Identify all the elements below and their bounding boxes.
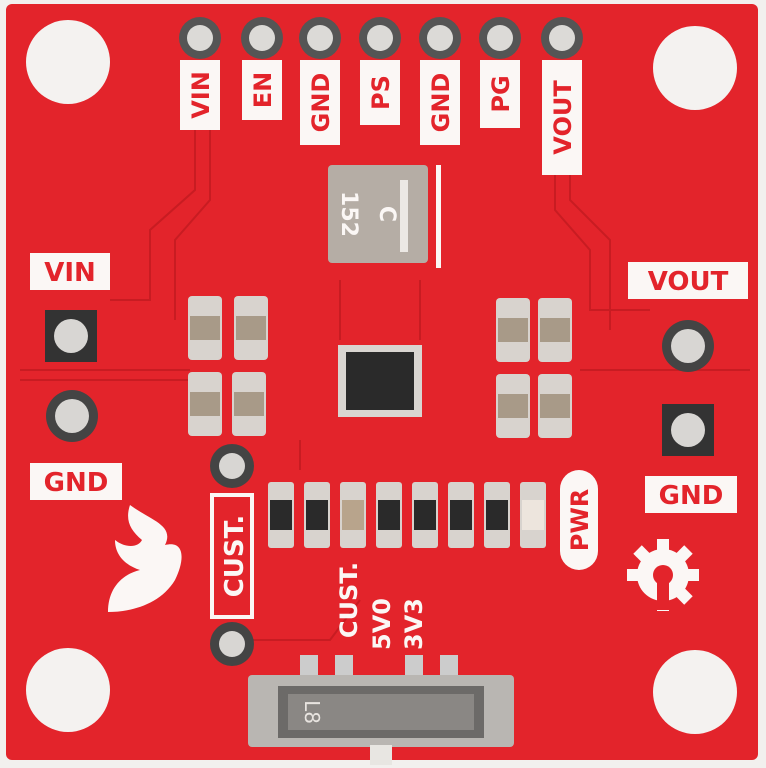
capacitor-body bbox=[236, 316, 266, 340]
header-pin-label: PS bbox=[367, 75, 395, 110]
gnd-right-label: GND bbox=[659, 481, 724, 511]
component-body bbox=[378, 500, 400, 530]
open-hardware-gear-icon bbox=[627, 539, 699, 611]
resistor-row bbox=[268, 482, 546, 548]
capacitor-body bbox=[540, 394, 570, 418]
header-pin-holes bbox=[179, 17, 583, 59]
slide-switch[interactable]: L8 bbox=[248, 655, 514, 765]
header-pin-label-box bbox=[420, 60, 460, 145]
component-body bbox=[270, 500, 292, 530]
header-pin-pad bbox=[487, 25, 513, 51]
inductor-letter: C bbox=[374, 206, 399, 222]
header-pin-labels: VIN EN GND PS GND PG VOUT bbox=[180, 60, 582, 175]
capacitors bbox=[188, 296, 572, 438]
switch-label-3v3: 3V3 bbox=[400, 598, 428, 650]
vin-label-box bbox=[30, 253, 110, 290]
pwr-label: PWR bbox=[566, 489, 594, 552]
component-body bbox=[414, 500, 436, 530]
header-pin-pad bbox=[549, 25, 575, 51]
header-pin-pad bbox=[367, 25, 393, 51]
header-pin-label-box bbox=[180, 60, 220, 130]
header-pin-pad bbox=[427, 25, 453, 51]
sparkfun-logo-icon bbox=[108, 505, 182, 612]
header-pin-pad bbox=[307, 25, 333, 51]
vout-label-box bbox=[628, 262, 748, 299]
component-body bbox=[306, 500, 328, 530]
regulator-ic bbox=[338, 345, 422, 417]
header-pin-label: GND bbox=[427, 73, 455, 133]
component-body bbox=[522, 500, 544, 530]
capacitor-body bbox=[234, 392, 264, 416]
capacitor-body bbox=[190, 316, 220, 340]
header-pin-label: VIN bbox=[187, 71, 215, 119]
header-pin-label: EN bbox=[249, 72, 277, 108]
vout-label: VOUT bbox=[648, 267, 729, 297]
gnd-left-label: GND bbox=[44, 468, 109, 498]
cust-label: CUST. bbox=[220, 515, 250, 598]
component-body bbox=[342, 500, 364, 530]
cust-label-box bbox=[210, 493, 254, 619]
side-pads bbox=[45, 310, 714, 666]
switch-label-5v0: 5V0 bbox=[368, 598, 396, 650]
switch-label-cust: CUST. bbox=[335, 562, 363, 638]
header-pin-pad bbox=[187, 25, 213, 51]
switch-marking: L8 bbox=[300, 700, 324, 724]
component-body bbox=[486, 500, 508, 530]
capacitor-body bbox=[540, 318, 570, 342]
gnd-right-label-box bbox=[645, 476, 737, 513]
pwr-label-box bbox=[560, 470, 598, 570]
header-pin-label: GND bbox=[307, 73, 335, 133]
header-pin-label: PG bbox=[487, 75, 515, 112]
header-pin-label-box bbox=[242, 60, 282, 120]
header-pin-pad bbox=[249, 25, 275, 51]
header-pin-label-box bbox=[300, 60, 340, 145]
traces bbox=[20, 130, 750, 641]
header-pin-label-box bbox=[480, 60, 520, 128]
header-pin-label-box bbox=[360, 60, 400, 125]
capacitor-body bbox=[498, 394, 528, 418]
capacitor-body bbox=[190, 392, 220, 416]
mounting-holes bbox=[26, 20, 737, 734]
header-pin-label: VOUT bbox=[549, 80, 577, 155]
switch-actuator[interactable] bbox=[370, 745, 392, 765]
inductor: C 152 bbox=[328, 165, 441, 268]
gnd-left-label-box bbox=[30, 463, 122, 500]
component-body bbox=[450, 500, 472, 530]
vin-label: VIN bbox=[44, 258, 96, 288]
inductor-code: 152 bbox=[336, 191, 361, 237]
header-pin-label-box bbox=[542, 60, 582, 175]
capacitor-body bbox=[498, 318, 528, 342]
